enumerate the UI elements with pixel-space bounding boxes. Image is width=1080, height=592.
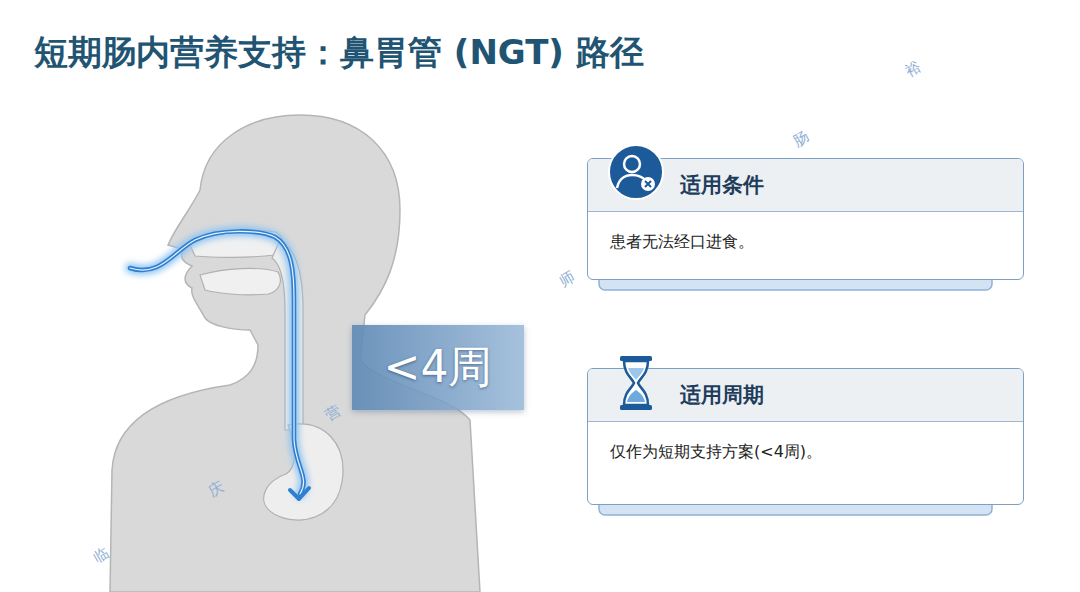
info-card: 适用周期仅作为短期支持方案(<4周)。 (587, 368, 1024, 505)
title: 短期肠内营养支持：鼻胃管 (NGT) 路径 (34, 30, 644, 76)
card-heading: 适用条件 (588, 159, 1023, 212)
watermark: 临 (90, 544, 112, 568)
nasogastric-tube (130, 231, 309, 499)
hourglass-icon (620, 356, 652, 410)
oral-cavity (200, 268, 280, 294)
watermark: 师 (556, 268, 578, 292)
watermark: 裕 (902, 58, 924, 82)
person-icon (609, 145, 663, 199)
card-body: 患者无法经口进食。 (588, 212, 1023, 273)
watermark: 肠 (790, 128, 812, 152)
info-card: 适用条件患者无法经口进食。 (587, 158, 1024, 280)
duration-box: <4周 (352, 325, 524, 410)
card-heading: 适用周期 (588, 369, 1023, 422)
duration-label: <4周 (384, 338, 493, 397)
card-body: 仅作为短期支持方案(<4周)。 (588, 422, 1023, 483)
